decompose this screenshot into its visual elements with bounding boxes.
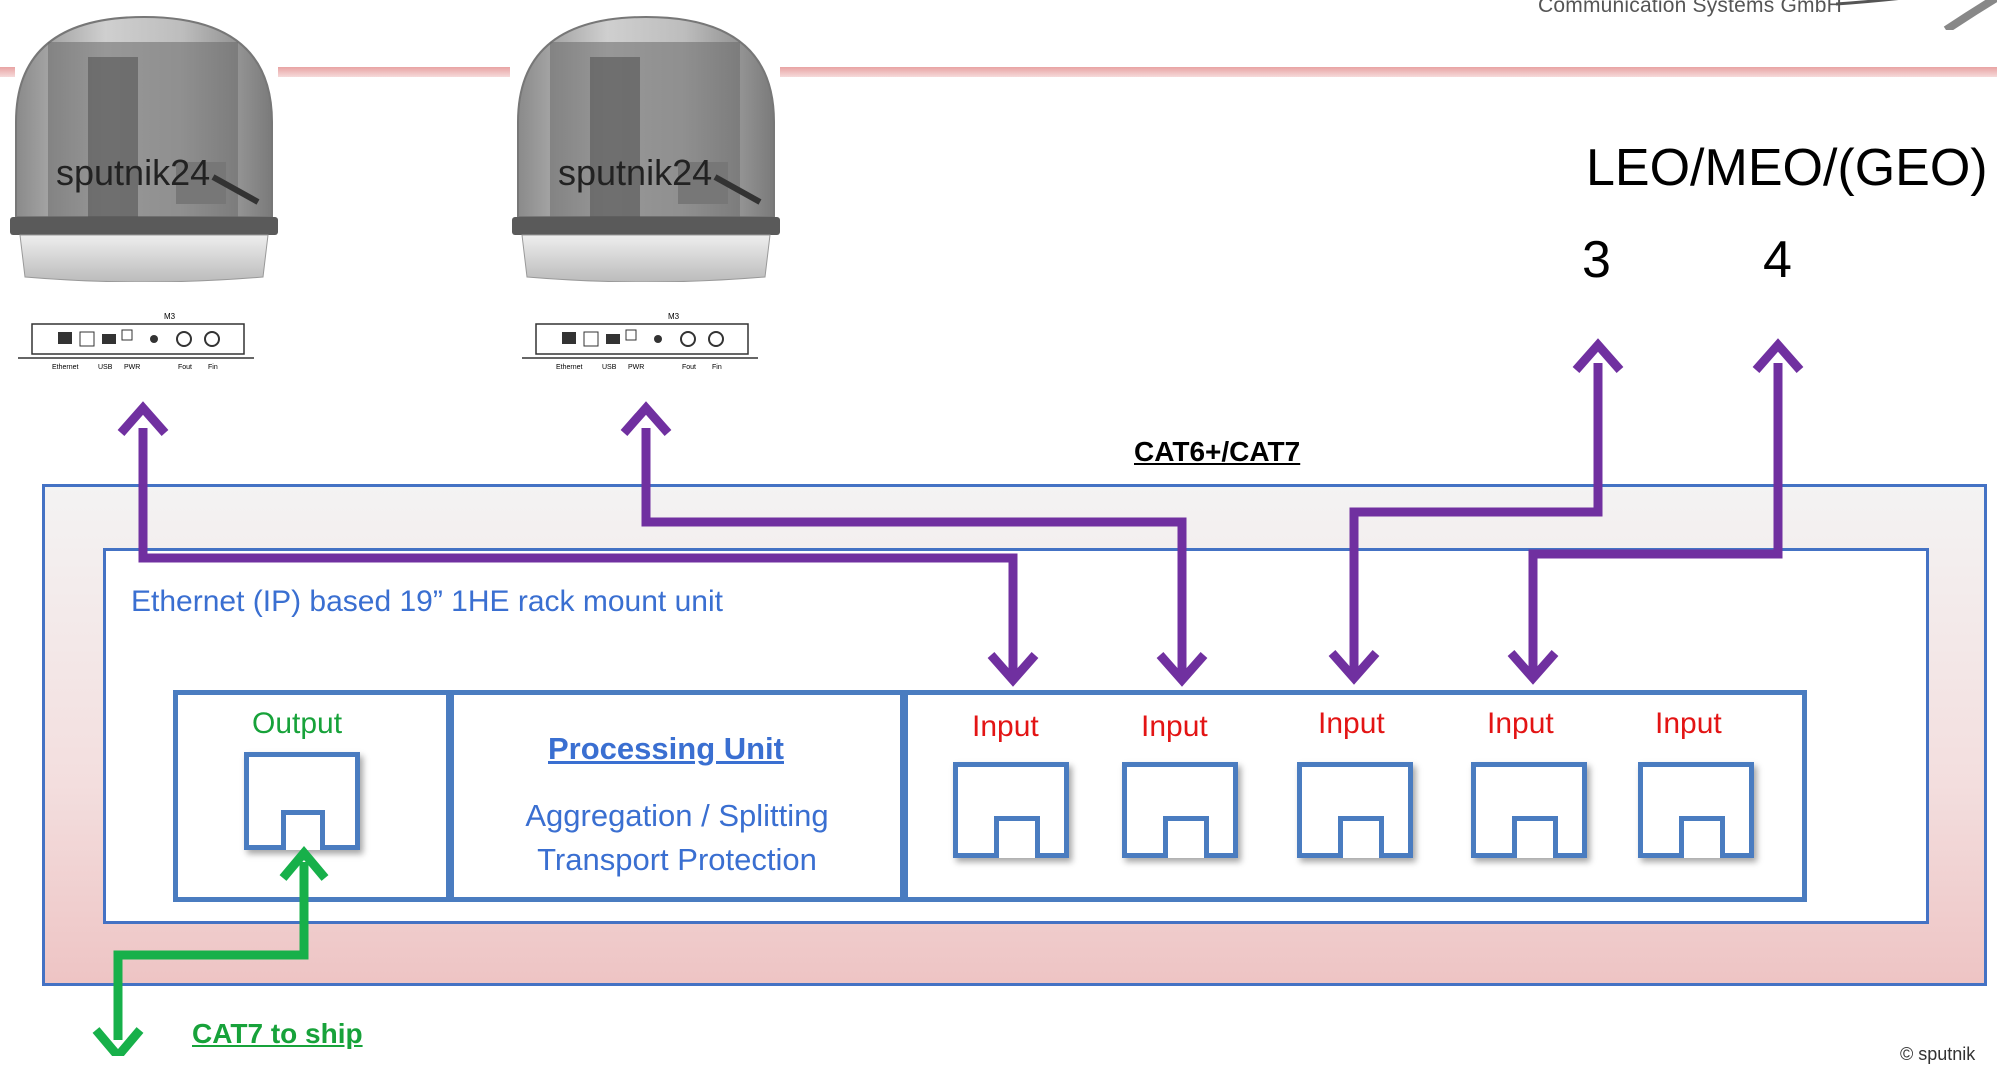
modem-panel-2: M3 Ethernet USB PWR Fout Fin (518, 312, 762, 384)
input-label: Input (972, 710, 1039, 743)
orbit-link-number: 4 (1763, 231, 1792, 289)
panel-port-label: Ethernet (556, 364, 583, 371)
output-label: Output (252, 707, 343, 740)
panel-port-label: USB (602, 364, 617, 371)
input-label: Input (1141, 710, 1208, 743)
panel-port-label: PWR (124, 364, 141, 371)
panel-port-label: USB (98, 364, 113, 371)
input-port-5 (1638, 762, 1754, 858)
satellite-antenna-1: sputnik24 (8, 12, 280, 283)
input-label: Input (1655, 707, 1722, 740)
input-port-1 (953, 762, 1069, 858)
input-port-3 (1297, 762, 1413, 858)
panel-port-label: Ethernet (52, 364, 79, 371)
input-label: Input (1318, 707, 1385, 740)
orbit-link-number: 3 (1582, 231, 1611, 289)
panel-port-label: Fout (682, 364, 697, 371)
copyright-notice: © sputnik (1900, 1044, 1976, 1064)
panel-marker: M3 (668, 312, 680, 321)
antenna-brand: sputnik24 (558, 152, 713, 193)
output-port (244, 752, 360, 850)
panel-port-label: PWR (628, 364, 645, 371)
processing-title: Processing Unit (548, 731, 784, 766)
company-name: Communication Systems GmbH (1538, 0, 1842, 17)
antenna-brand: sputnik24 (56, 152, 211, 193)
processing-line-1: Aggregation / Splitting (525, 798, 829, 833)
panel-marker: M3 (164, 312, 176, 321)
link-orbit3-input3 (1349, 363, 1603, 678)
link-orbit4-input4 (1528, 363, 1783, 678)
panel-port-label: Fout (178, 364, 193, 371)
header-rule (278, 67, 510, 77)
panel-port-label: Fin (712, 364, 722, 371)
panel-port-label: Fin (208, 364, 218, 371)
link-antenna2-input2 (641, 428, 1187, 680)
header-rule (780, 67, 1997, 77)
processing-line-2: Transport Protection (537, 842, 817, 877)
orbit-label: LEO/MEO/(GEO) (1586, 139, 1988, 197)
input-port-2 (1122, 762, 1238, 858)
link-antenna1-input1 (138, 428, 1018, 680)
ship-cable-label: CAT7 to ship (192, 1018, 363, 1049)
company-logo-icon (1836, 0, 1997, 30)
link-output-ship (113, 862, 309, 1040)
processing-section (449, 690, 905, 902)
rack-unit-label: Ethernet (IP) based 19” 1HE rack mount u… (131, 585, 723, 618)
satellite-antenna-2: sputnik24 (510, 12, 782, 283)
input-port-4 (1471, 762, 1587, 858)
input-label: Input (1487, 707, 1554, 740)
modem-panel-1: M3 Ethernet USB PWR Fout Fin (14, 312, 258, 384)
cable-type-label: CAT6+/CAT7 (1134, 436, 1301, 467)
header-rule (0, 67, 15, 77)
